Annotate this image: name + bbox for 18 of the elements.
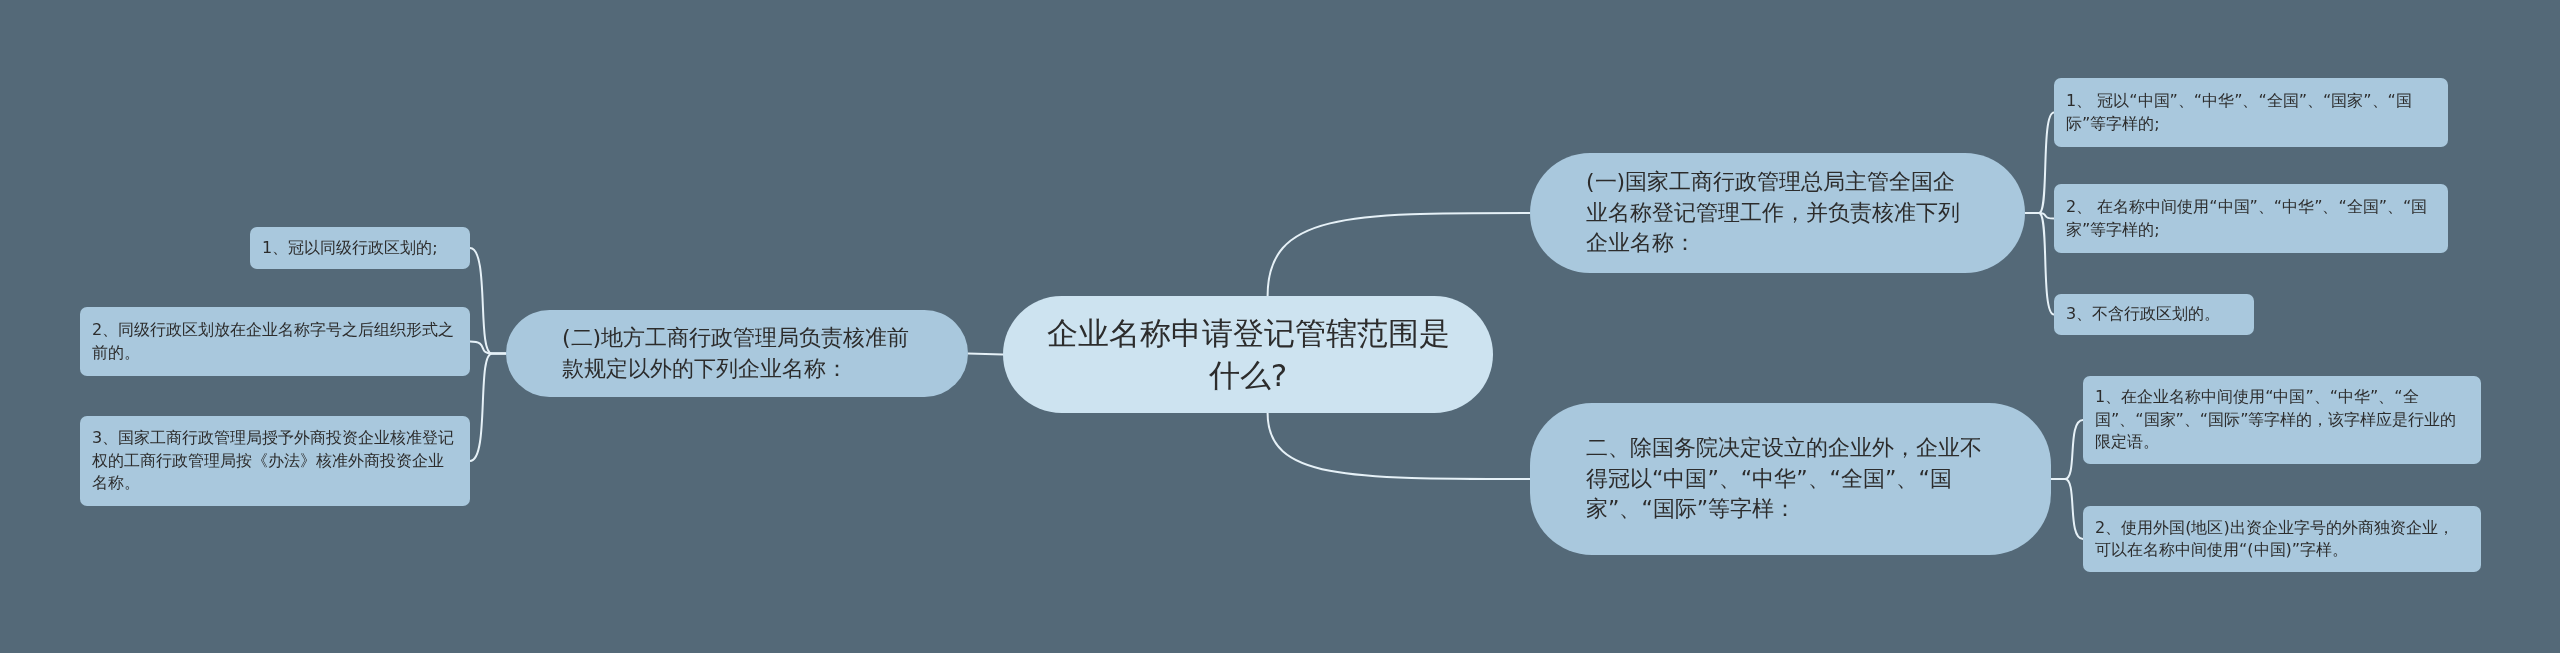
branch-topic: 二、除国务院决定设立的企业外，企业不得冠以“中国”、“中华”、“全国”、“国家”、“国际”等字样： [1530,403,2051,555]
leaf-topic: 1、 冠以“中国”、“中华”、“全国”、“国家”、“国际”等字样的; [2054,78,2448,147]
leaf-topic: 2、使用外国(地区)出资企业字号的外商独资企业，可以在名称中间使用“(中国)”字样。 [2083,506,2481,572]
leaf-topic: 3、国家工商行政管理局授予外商投资企业核准登记权的工商行政管理局按《办法》核准外商投资企业名称。 [80,416,470,506]
connector-line [2024,212,2055,316]
branch-topic: (二)地方工商行政管理局负责核准前款规定以外的下列企业名称： [506,310,968,397]
leaf-topic: 1、在企业名称中间使用“中国”、“中华”、“全国”、“国家”、“国际”等字样的，该字样应是行业的限定语。 [2083,376,2481,464]
connector-line [1266,412,1531,480]
connector-line [967,352,1004,356]
leaf-topic: 2、 在名称中间使用“中国”、“中华”、“全国”、“国家”等字样的; [2054,184,2448,253]
connector-line [2050,478,2084,540]
central-topic: 企业名称申请登记管辖范围是什么? [1003,296,1493,413]
connector-line [1266,212,1531,297]
leaf-topic: 3、不含行政区划的。 [2054,294,2254,335]
branch-topic: (一)国家工商行政管理总局主管全国企业名称登记管理工作，并负责核准下列企业名称： [1530,153,2025,273]
leaf-topic: 1、冠以同级行政区划的; [250,227,470,269]
leaf-topic: 2、同级行政区划放在企业名称字号之后组织形式之前的。 [80,307,470,376]
connector-line [469,352,507,462]
